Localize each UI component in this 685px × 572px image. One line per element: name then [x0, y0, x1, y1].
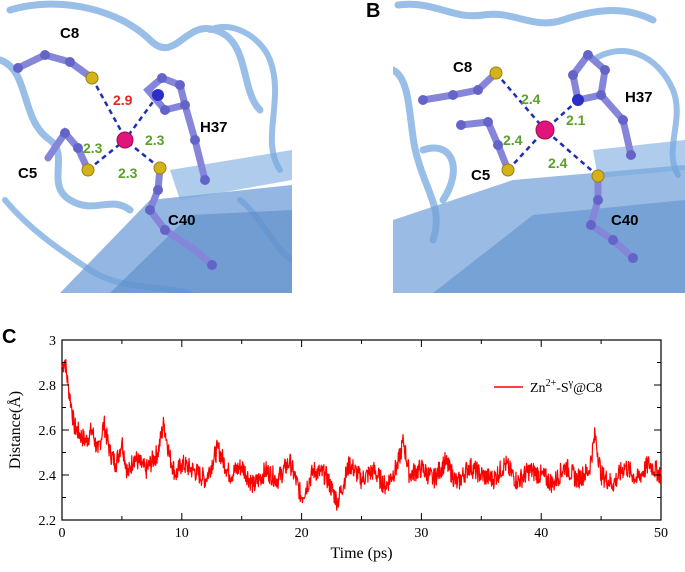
y-tick-label: 2.4: [39, 469, 57, 484]
legend-label-sup2: γ: [568, 378, 574, 389]
x-tick-label: 0: [59, 526, 66, 541]
structure-b-image: C8 C5 H37 C40 2.4 2.4 2.1 2.4: [393, 0, 685, 293]
panel-letter-c: C: [2, 326, 17, 348]
residue-label-c5: C5: [471, 167, 490, 184]
y-axis-title: Distance(Å): [6, 391, 24, 469]
x-tick-label: 30: [414, 526, 428, 541]
distance-label-zn-c5: 2.4: [503, 132, 523, 148]
y-tick-label: 2.6: [39, 424, 57, 439]
structure-panel-a: C8 C5 H37 C40 2.9 2.3 2.3 2.3: [0, 0, 292, 293]
x-tick-label: 20: [295, 526, 309, 541]
y-tick-label: 2.8: [39, 379, 57, 394]
distance-label-zn-c40: 2.4: [548, 155, 568, 171]
distance-label-zn-c8: 2.4: [521, 91, 541, 107]
residue-label-c5: C5: [18, 165, 37, 182]
y-tick-label: 3: [49, 334, 56, 349]
distance-label-zn-c5: 2.3: [83, 140, 103, 156]
legend-label-end: @C8: [573, 381, 602, 396]
residue-label-c40: C40: [611, 212, 639, 229]
distance-label-zn-h37: 2.1: [566, 112, 586, 128]
structure-panel-b: C8 C5 H37 C40 2.4 2.4 2.1 2.4: [393, 0, 685, 293]
distance-chart: 0 10 20 30 40 50 2.2 2.4 2.6 2.8 3 Time (ps) Dista…: [0, 320, 685, 567]
legend-label-main: Zn: [530, 381, 546, 396]
chart-legend: Zn2+-Sγ@C8: [494, 378, 602, 396]
residue-label-h37: H37: [625, 89, 653, 106]
distance-label-zn-c8: 2.9: [113, 92, 133, 108]
x-tick-label: 40: [534, 526, 548, 541]
series-line-zn-sg-c8: [61, 359, 662, 511]
residue-label-c40: C40: [168, 212, 196, 229]
legend-label-mid: -S: [556, 381, 568, 396]
structure-a-image: C8 C5 H37 C40 2.9 2.3 2.3 2.3: [0, 0, 292, 293]
distance-label-zn-c40: 2.3: [118, 165, 138, 181]
x-tick-label: 10: [175, 526, 189, 541]
plot-area-frame: [61, 339, 662, 521]
residue-label-h37: H37: [200, 119, 228, 136]
residue-label-c8: C8: [60, 25, 79, 42]
distance-chart-svg: 0 10 20 30 40 50 2.2 2.4 2.6 2.8 3 Time (ps) Dista…: [6, 334, 668, 562]
x-axis-title: Time (ps): [330, 545, 392, 562]
legend-label-sup1: 2+: [546, 378, 557, 389]
y-tick-label: 2.2: [39, 514, 57, 529]
residue-label-c8: C8: [453, 59, 472, 76]
panel-letter-b: B: [366, 0, 381, 22]
distance-label-zn-h37: 2.3: [145, 132, 165, 148]
x-tick-label: 50: [654, 526, 668, 541]
legend-label: Zn2+-Sγ@C8: [530, 378, 602, 396]
